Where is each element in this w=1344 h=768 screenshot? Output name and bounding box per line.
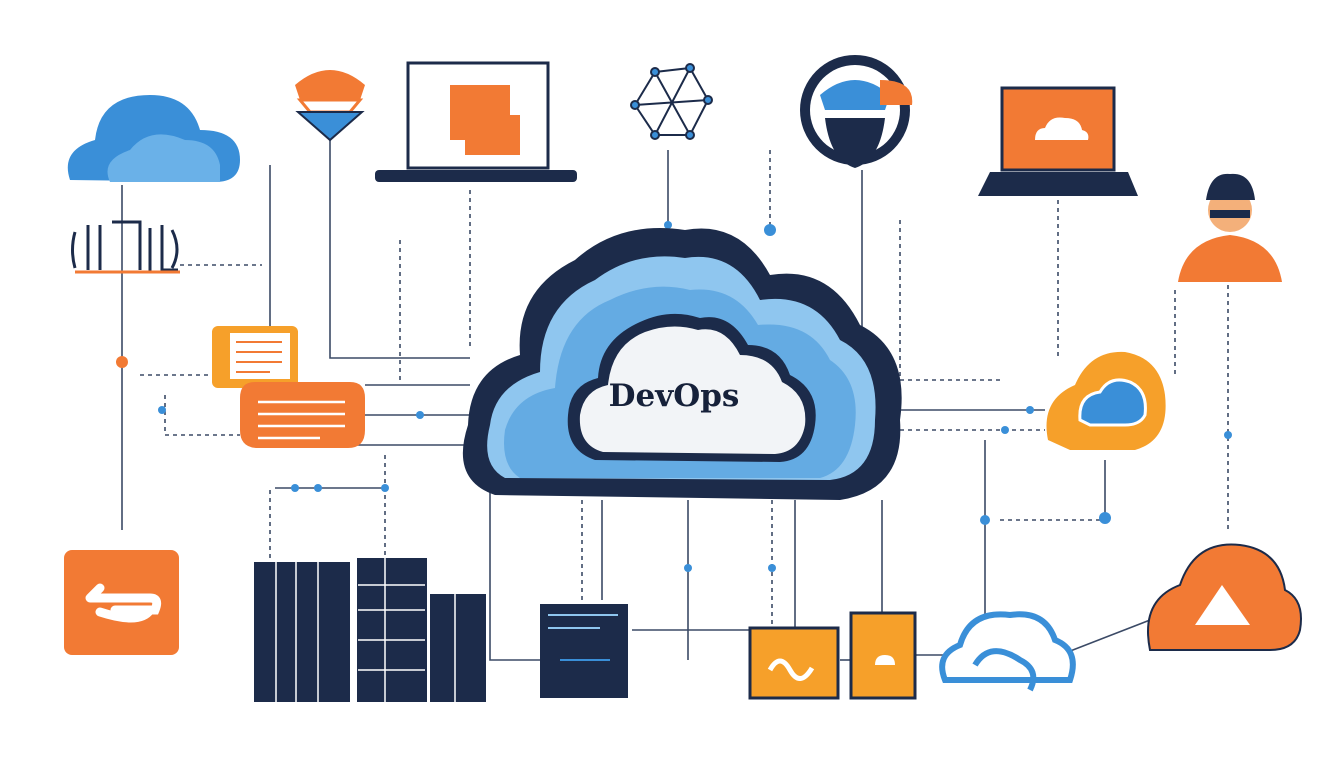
server-rack-icon [254,558,486,702]
user-avatar-cloud-icon [800,55,913,168]
central-devops-cloud [462,228,902,500]
document-stack-icon [212,326,298,388]
connector-lines [121,140,1229,661]
orange-cloud-icon [1147,543,1302,651]
orange-panel-icon [748,626,840,700]
devops-label: DevOps [608,378,740,414]
stack-blocks-icon [295,70,365,142]
laptop-puzzle-icon [375,61,577,182]
engineer-avatar-icon [1178,173,1282,282]
blue-cloud-icon [939,611,1076,692]
orange-tablet-icon [849,611,917,700]
sync-arrows-icon [64,550,179,655]
network-graph-icon [630,63,713,140]
code-brackets-icon [71,220,180,274]
orange-blue-cloud-icon [1046,351,1166,450]
top-left-cloud-icon [67,95,241,182]
message-bubble-icon [240,382,365,448]
laptop-cloud-icon [978,86,1138,196]
connector-dots [116,221,1232,572]
monitor-terminal-icon [540,604,628,698]
